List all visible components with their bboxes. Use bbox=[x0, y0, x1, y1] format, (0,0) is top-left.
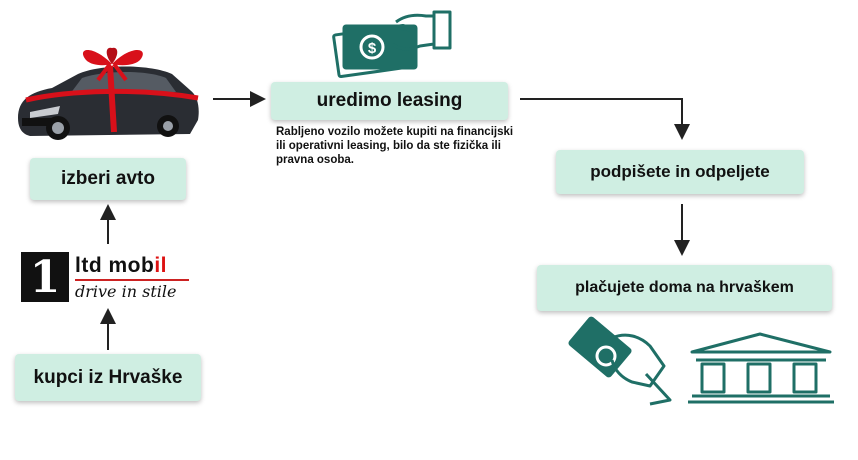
step-placujete-label: plačujete doma na hrvaškem bbox=[575, 279, 794, 296]
step-kupci-iz-hrvaske: kupci iz Hrvaške bbox=[15, 354, 201, 401]
step-uredimo-leasing: uredimo leasing bbox=[271, 82, 508, 120]
company-logo: 1 ltd mobil drive in stile bbox=[21, 252, 191, 303]
arrow-leasing-to-podpisete bbox=[520, 98, 690, 140]
logo-tagline: drive in stile bbox=[75, 282, 177, 301]
step-uredimo-label: uredimo leasing bbox=[316, 90, 463, 111]
logo-number: 1 bbox=[21, 252, 69, 303]
step-izberi-label: izberi avto bbox=[61, 168, 155, 189]
leasing-description: Rabljeno vozilo možete kupiti na financi… bbox=[276, 126, 514, 166]
logo-name: ltd mobil bbox=[75, 254, 167, 278]
logo-name-accent: il bbox=[154, 254, 167, 277]
step-podpisete: podpišete in odpeljete bbox=[556, 150, 804, 194]
step-kupci-label: kupci iz Hrvaške bbox=[33, 366, 183, 388]
step-izberi-avto: izberi avto bbox=[30, 158, 186, 200]
payment-hand-icon bbox=[568, 316, 672, 406]
logo-underline bbox=[75, 279, 189, 281]
svg-text:$: $ bbox=[368, 40, 377, 57]
hand-money-icon: $ bbox=[332, 10, 452, 79]
step-podpisete-label: podpišete in odpeljete bbox=[590, 162, 770, 181]
step-placujete: plačujete doma na hrvaškem bbox=[537, 265, 832, 311]
logo-name-start: ltd mob bbox=[75, 254, 155, 277]
bank-icon bbox=[688, 332, 834, 404]
gift-car-image bbox=[18, 47, 199, 140]
